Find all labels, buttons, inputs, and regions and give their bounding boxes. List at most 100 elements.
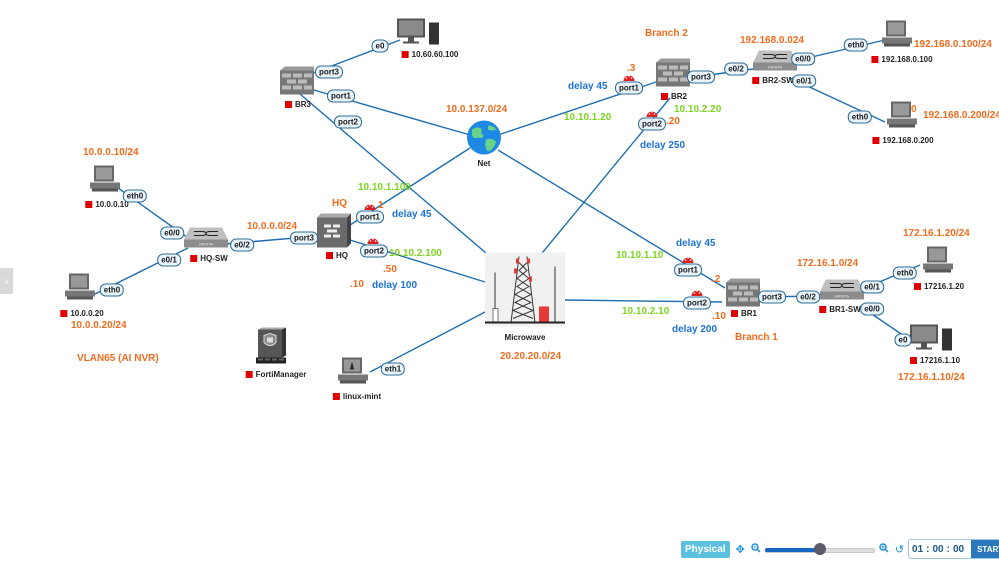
gauge-icon bbox=[691, 290, 703, 296]
port-hqsw-e0-0[interactable]: e0/0 bbox=[160, 226, 184, 240]
brand-text: ARISTA bbox=[199, 242, 213, 247]
node-name: 17216.1.10 bbox=[919, 356, 961, 365]
node-br1[interactable] bbox=[726, 278, 760, 312]
timer-input[interactable]: 01 : 00 : 00 START bbox=[908, 539, 999, 559]
zoom-slider-fill bbox=[764, 548, 820, 552]
branch1-label: Branch 1 bbox=[735, 332, 778, 343]
port-br2-port3[interactable]: port3 bbox=[687, 70, 715, 84]
timer-separator: : bbox=[946, 543, 950, 555]
port-br3-port2[interactable]: port2 bbox=[334, 115, 362, 129]
fit-center-icon[interactable]: ✥ bbox=[735, 543, 745, 556]
start-button[interactable]: START bbox=[971, 540, 999, 558]
status-indicator bbox=[819, 306, 827, 313]
node-pc-10-0-0-10[interactable] bbox=[90, 165, 120, 199]
delay-hq-port1-label: delay 45 bbox=[392, 209, 432, 220]
port-br2sw-e0-2[interactable]: e0/2 bbox=[724, 62, 748, 76]
link-br3-microwave bbox=[299, 93, 501, 266]
br2-dot20-label: .20 bbox=[666, 116, 680, 127]
node-linux-mint[interactable] bbox=[338, 357, 368, 391]
node-pc-172-16-1-20[interactable] bbox=[923, 246, 953, 280]
node-pc-192-168-0-200[interactable] bbox=[887, 101, 917, 135]
node-hq[interactable] bbox=[317, 213, 351, 253]
br2-dot3-label: .3 bbox=[627, 63, 636, 74]
port-hq-port3[interactable]: port3 bbox=[290, 231, 318, 245]
port-hqsw-e0-2[interactable]: e0/2 bbox=[230, 238, 254, 252]
timer-hours[interactable]: 01 bbox=[912, 543, 924, 555]
zoom-in-icon[interactable] bbox=[879, 542, 889, 556]
delay-br2-port2-label: delay 250 bbox=[640, 140, 686, 151]
zoom-out-icon[interactable] bbox=[751, 542, 761, 556]
port-br2sw-e0-0[interactable]: e0/0 bbox=[791, 52, 815, 66]
node-pc-10-60-60-100[interactable] bbox=[395, 18, 441, 51]
status-indicator bbox=[730, 310, 738, 317]
node-br2[interactable] bbox=[656, 58, 690, 92]
delay-hq-port2-label: delay 100 bbox=[372, 280, 418, 291]
port-pc100-eth0[interactable]: eth0 bbox=[843, 38, 869, 52]
port-pc200-eth0[interactable]: eth0 bbox=[847, 110, 873, 124]
port-br1sw-e0-0[interactable]: e0/0 bbox=[860, 302, 884, 316]
port-br3-e0[interactable]: e0 bbox=[371, 39, 389, 53]
node-name: 10.0.0.10 bbox=[95, 200, 129, 209]
port-hq-port2[interactable]: port2 bbox=[360, 244, 388, 258]
port-pc17220-eth0[interactable]: eth0 bbox=[892, 266, 918, 280]
node-pc-172-16-1-10[interactable] bbox=[908, 324, 954, 357]
port-br1sw-e0-1[interactable]: e0/1 bbox=[860, 280, 884, 294]
node-net[interactable] bbox=[466, 120, 502, 161]
node-br2-sw[interactable]: ARISTA bbox=[753, 50, 797, 78]
port-br1-port2[interactable]: port2 bbox=[683, 296, 711, 310]
port-br1sw-e0-2[interactable]: e0/2 bbox=[796, 290, 820, 304]
zoom-slider[interactable] bbox=[764, 541, 875, 557]
node-hq-sw[interactable]: ARISTA bbox=[184, 227, 228, 255]
node-label-br1-sw: BR1-SW bbox=[819, 305, 861, 314]
port-br2sw-e0-1[interactable]: e0/1 bbox=[792, 74, 816, 88]
pc100-cidr-label: 192.168.0.100/24 bbox=[914, 39, 992, 50]
node-label-br3: BR3 bbox=[284, 100, 311, 109]
node-label-pc-192-168-0-200: 192.168.0.200 bbox=[872, 136, 934, 145]
reset-icon[interactable]: ↺ bbox=[894, 543, 905, 556]
node-name: 10.0.0.20 bbox=[70, 309, 104, 318]
pc17210-cidr-label: 172.16.1.10/24 bbox=[898, 372, 965, 383]
br1-dot2-label: .2 bbox=[712, 274, 721, 285]
br1-lan-label: 172.16.1.0/24 bbox=[797, 258, 859, 269]
vlan-label: VLAN65 (AI NVR) bbox=[77, 353, 159, 364]
port-br3-port3[interactable]: port3 bbox=[315, 65, 343, 79]
port-hq-port1[interactable]: port1 bbox=[356, 210, 384, 224]
node-br3[interactable] bbox=[280, 66, 314, 100]
node-pc-10-0-0-20[interactable] bbox=[65, 273, 95, 307]
node-pc-192-168-0-100[interactable] bbox=[882, 20, 912, 54]
port-br2-port1[interactable]: port1 bbox=[615, 81, 643, 95]
node-label-hq-sw: HQ-SW bbox=[190, 254, 228, 263]
port-mint-eth1[interactable]: eth1 bbox=[380, 362, 406, 376]
sidebar-toggle-button[interactable]: › bbox=[0, 268, 13, 294]
node-fortimanager[interactable] bbox=[256, 327, 288, 369]
node-label-pc-172-16-1-10: 17216.1.10 bbox=[909, 356, 961, 365]
firewall-icon bbox=[280, 66, 314, 95]
port-pc17210-e0[interactable]: e0 bbox=[894, 333, 912, 347]
linux-pc-icon bbox=[338, 357, 368, 384]
gauge-icon bbox=[364, 204, 376, 210]
desktop-icon bbox=[910, 324, 952, 351]
hq-dot50-label: .50 bbox=[383, 264, 397, 275]
br2-port1-ip-label: 10.10.1.20 bbox=[564, 112, 612, 123]
port-pc20-eth0[interactable]: eth0 bbox=[99, 283, 125, 297]
node-microwave[interactable] bbox=[485, 252, 565, 332]
node-name: Net bbox=[477, 159, 491, 168]
switch-icon: ARISTA bbox=[753, 50, 797, 71]
node-name: BR1-SW bbox=[829, 305, 861, 314]
port-hqsw-e0-1[interactable]: e0/1 bbox=[157, 253, 181, 267]
node-br1-sw[interactable]: ARISTA bbox=[820, 279, 864, 307]
physical-view-button[interactable]: Physical bbox=[681, 540, 730, 558]
port-br3-port1[interactable]: port1 bbox=[327, 89, 355, 103]
port-br2-port2[interactable]: port2 bbox=[638, 117, 666, 131]
timer-minutes[interactable]: 00 bbox=[932, 543, 944, 555]
port-br1-port3[interactable]: port3 bbox=[758, 290, 786, 304]
delay-br2-port1-label: delay 45 bbox=[568, 81, 608, 92]
port-br1-port1[interactable]: port1 bbox=[674, 263, 702, 277]
node-label-pc-10-0-0-20: 10.0.0.20 bbox=[60, 309, 104, 318]
zoom-slider-handle[interactable] bbox=[813, 543, 826, 555]
port-pc10-eth0[interactable]: eth0 bbox=[122, 189, 148, 203]
timer-seconds[interactable]: 00 bbox=[952, 543, 965, 555]
microwave-tower-icon bbox=[485, 252, 565, 327]
branch2-label: Branch 2 bbox=[645, 28, 688, 39]
